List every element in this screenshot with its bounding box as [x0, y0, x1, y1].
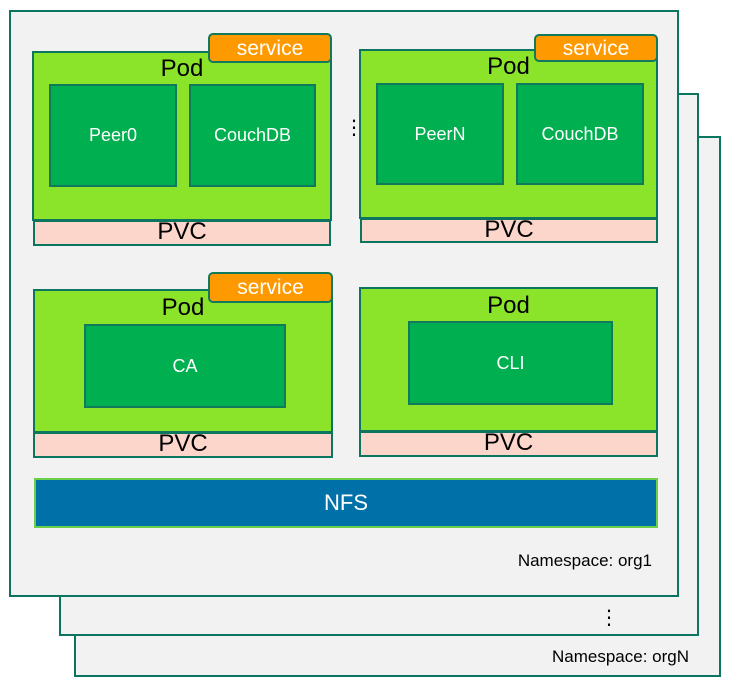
container-couchdb: CouchDB — [189, 84, 316, 187]
pvc: PVC — [360, 218, 658, 243]
pod-title: Pod — [487, 292, 530, 319]
pod-peer0: Pod Peer0 CouchDB — [32, 51, 332, 221]
pod-title: Pod — [487, 53, 530, 80]
container-peerN: PeerN — [376, 83, 504, 185]
service-badge: service — [208, 272, 333, 303]
namespace-ellipsis: ⋮ — [599, 607, 619, 629]
pod-cli: Pod CLI — [359, 287, 658, 432]
pvc: PVC — [33, 220, 331, 246]
service-badge: service — [208, 33, 332, 63]
container-couchdb: CouchDB — [516, 83, 644, 185]
nfs-storage: NFS — [34, 478, 658, 528]
pvc: PVC — [359, 431, 658, 457]
namespace-orgN-label: Namespace: orgN — [551, 647, 689, 666]
namespace-org1-label: Namespace: org1 — [517, 551, 652, 570]
pod-title: Pod — [160, 55, 204, 82]
pod-peerN: Pod PeerN CouchDB — [359, 49, 658, 219]
pvc: PVC — [33, 432, 333, 458]
pod-ca: Pod CA — [33, 289, 333, 433]
pod-title: Pod — [161, 294, 205, 321]
service-badge: service — [534, 34, 658, 62]
container-cli: CLI — [408, 321, 613, 405]
container-peer0: Peer0 — [49, 84, 177, 187]
container-ca: CA — [84, 324, 286, 408]
